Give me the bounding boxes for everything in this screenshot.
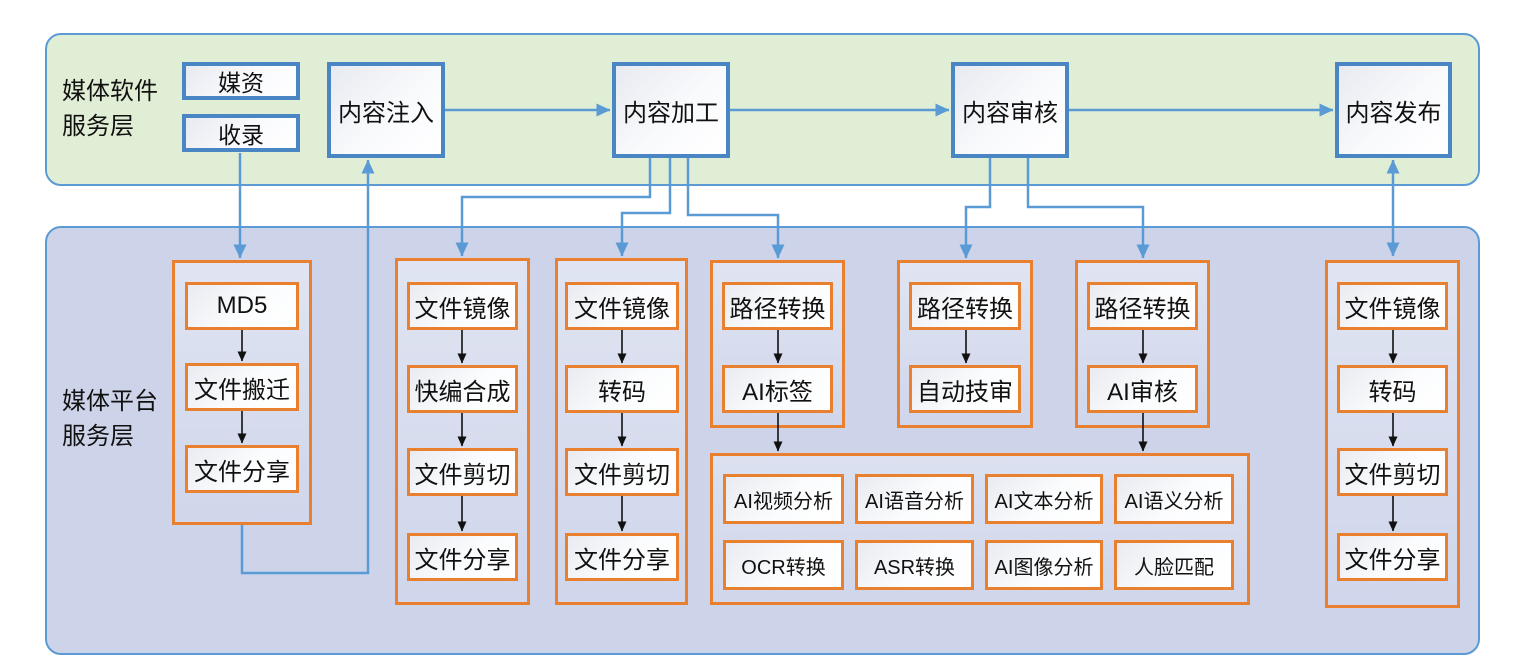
box-ai-text-analysis: AI文本分析 xyxy=(985,474,1103,524)
box-ai-video-analysis: AI视频分析 xyxy=(723,474,844,524)
box-md5: MD5 xyxy=(185,282,299,330)
box-transcode-2: 转码 xyxy=(1337,365,1448,413)
platform-layer-label: 媒体平台 服务层 xyxy=(62,384,158,454)
box-file-share-2: 文件分享 xyxy=(407,533,518,581)
platform-layer-label-line1: 媒体平台 xyxy=(62,388,158,415)
box-file-cut-1: 文件剪切 xyxy=(407,448,518,496)
box-media-asset: 媒资 xyxy=(182,62,300,100)
box-content-process: 内容加工 xyxy=(612,62,730,158)
box-path-convert-1: 路径转换 xyxy=(722,282,833,330)
software-layer-label-line1: 媒体软件 xyxy=(62,78,158,105)
box-file-mirror-2: 文件镜像 xyxy=(565,282,679,330)
box-file-share-4: 文件分享 xyxy=(1337,533,1448,581)
box-transcode-1: 转码 xyxy=(565,365,679,413)
box-file-migration: 文件搬迁 xyxy=(185,363,299,411)
box-ai-speech-analysis: AI语音分析 xyxy=(855,474,974,524)
box-ai-review: AI审核 xyxy=(1087,365,1198,413)
box-file-share-1: 文件分享 xyxy=(185,445,299,493)
platform-layer-label-line2: 服务层 xyxy=(62,423,134,450)
box-asr-convert: ASR转换 xyxy=(855,540,974,590)
box-file-cut-3: 文件剪切 xyxy=(1337,448,1448,496)
box-file-cut-2: 文件剪切 xyxy=(565,448,679,496)
software-service-layer xyxy=(45,33,1480,186)
box-ai-tag: AI标签 xyxy=(722,365,833,413)
box-file-mirror-1: 文件镜像 xyxy=(407,282,518,330)
box-face-match: 人脸匹配 xyxy=(1114,540,1234,590)
box-ocr-convert: OCR转换 xyxy=(723,540,844,590)
box-file-share-3: 文件分享 xyxy=(565,533,679,581)
software-layer-label: 媒体软件 服务层 xyxy=(62,74,158,144)
software-layer-label-line2: 服务层 xyxy=(62,113,134,140)
box-content-publish: 内容发布 xyxy=(1335,62,1452,158)
box-path-convert-2: 路径转换 xyxy=(909,282,1021,330)
box-ai-image-analysis: AI图像分析 xyxy=(985,540,1103,590)
box-path-convert-3: 路径转换 xyxy=(1087,282,1198,330)
box-quick-edit-compose: 快编合成 xyxy=(407,365,518,413)
box-ingest-record: 收录 xyxy=(182,114,300,152)
box-content-inject: 内容注入 xyxy=(327,62,445,158)
box-file-mirror-3: 文件镜像 xyxy=(1337,282,1448,330)
box-auto-tech-review: 自动技审 xyxy=(909,365,1021,413)
box-ai-semantic-analysis: AI语义分析 xyxy=(1114,474,1234,524)
box-content-review: 内容审核 xyxy=(951,62,1069,158)
